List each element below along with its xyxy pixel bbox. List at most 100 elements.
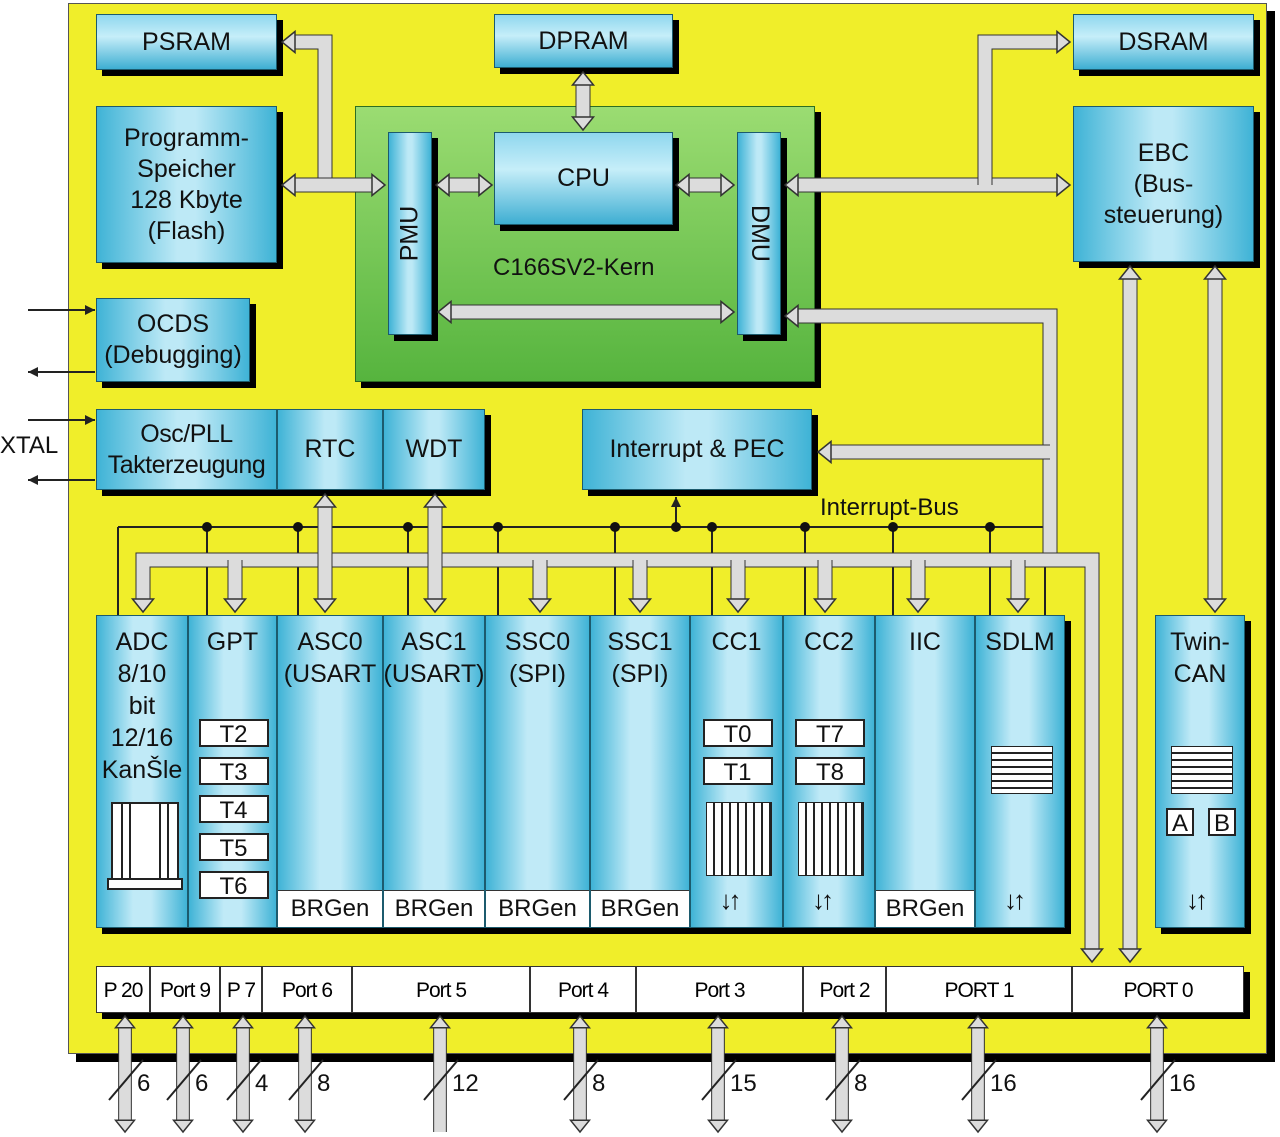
can-node-b: B — [1208, 808, 1236, 837]
timer-t1: T1 — [702, 757, 773, 786]
timer-t4: T4 — [198, 795, 269, 824]
bus-junction-dot — [985, 522, 995, 532]
arrow-head — [1117, 948, 1143, 964]
arrow-head — [371, 172, 387, 198]
rtc-block: RTC — [277, 409, 383, 490]
pmu-block: PMU — [388, 132, 432, 335]
port-width-label: 4 — [255, 1070, 269, 1097]
port-width-label: 12 — [452, 1070, 479, 1097]
port-9: PORT 0 — [1072, 966, 1244, 1013]
dpram-block: DPRAM — [494, 14, 673, 68]
arrow-head — [1145, 1119, 1169, 1134]
interrupt-pec-block: Interrupt & PEC — [582, 409, 812, 490]
arrow-head — [830, 1119, 854, 1134]
arrow-head — [436, 299, 452, 325]
arrow-head — [783, 303, 799, 329]
baud-rate-generator: BRGen — [278, 890, 382, 927]
arrow-head — [312, 492, 338, 508]
port-width-label: 6 — [137, 1070, 151, 1097]
port-5: Port 4 — [530, 966, 636, 1013]
bus — [978, 35, 1058, 185]
ocds-block: OCDS (Debugging) — [96, 298, 250, 382]
baud-rate-generator: BRGen — [591, 890, 689, 927]
peripheral-sdlm: SDLM↓↑ — [975, 615, 1065, 928]
interrupt-bus-label: Interrupt-Bus — [820, 494, 959, 521]
arrow-head — [428, 1014, 452, 1029]
arrow-head — [1056, 172, 1072, 198]
bus-width-slash — [825, 1059, 861, 1101]
baud-rate-generator: BRGen — [384, 890, 484, 927]
arrow-head — [231, 1119, 255, 1134]
ebc-block: EBC (Bus- steuerung) — [1073, 106, 1254, 262]
arrow-head — [1005, 598, 1031, 614]
peripheral-title: SDLM — [985, 628, 1055, 656]
port-2: P 7 — [220, 966, 262, 1013]
arrow-head — [312, 598, 338, 614]
arrow-head — [966, 1119, 990, 1134]
arrow-head — [422, 492, 448, 508]
arrow-head — [570, 70, 596, 86]
arrow-head — [1145, 1014, 1169, 1029]
cpu-block: CPU — [494, 132, 673, 225]
capture-compare-icon — [798, 802, 864, 876]
arrow-head — [830, 1014, 854, 1029]
port-3: Port 6 — [262, 966, 352, 1013]
port-width-label: 8 — [317, 1070, 331, 1097]
port-1: Port 9 — [150, 966, 220, 1013]
bus-junction-dot — [493, 522, 503, 532]
arrow-head — [725, 598, 751, 614]
arrow-head — [783, 172, 799, 198]
bus-junction-dot — [888, 522, 898, 532]
port-width-label: 8 — [592, 1070, 606, 1097]
timer-t7: T7 — [795, 719, 865, 748]
wdt-block: WDT — [383, 409, 485, 490]
peripheral-title: SSC1 (SPI) — [607, 628, 673, 688]
bus-width-slash — [423, 1059, 459, 1101]
xtal-label: XTAL — [0, 432, 59, 459]
arrow-head — [706, 1014, 730, 1029]
timer-t5: T5 — [198, 833, 269, 862]
bus-junction-dot — [293, 522, 303, 532]
bus-outline — [135, 552, 1100, 950]
arrow-head — [816, 439, 832, 465]
timer-t6: T6 — [198, 871, 269, 900]
flash-memory-block: Programm- Speicher 128 Kbyte (Flash) — [96, 106, 277, 263]
port-7: Port 2 — [803, 966, 886, 1013]
peripheral-ssc1: SSC1 (SPI) BRGen — [590, 615, 690, 928]
port-width-label: 8 — [854, 1070, 868, 1097]
arrow-head — [1117, 264, 1143, 280]
io-arrows-icon: ↓↑ — [1186, 885, 1208, 915]
arrow-head — [527, 598, 553, 614]
buffer-icon — [991, 746, 1053, 794]
arrow-head — [570, 116, 596, 132]
bus-width-slash — [226, 1059, 262, 1101]
bus-junction-dot — [202, 522, 212, 532]
peripheral-ssc0: SSC0 (SPI)BRGen — [485, 615, 590, 928]
arrow-head — [720, 299, 736, 325]
message-buffer-icon — [1171, 746, 1233, 794]
bus-junction-dot — [671, 522, 681, 532]
psram-block: PSRAM — [96, 14, 277, 70]
timer-t2: T2 — [198, 719, 269, 748]
peripheral-title: ASC1 (USART) — [383, 628, 485, 688]
timer-t0: T0 — [702, 719, 773, 748]
bus-width-slash — [108, 1059, 144, 1101]
arrow-head — [812, 598, 838, 614]
twincan-title: Twin- CAN — [1170, 628, 1230, 688]
port-width-label: 16 — [990, 1070, 1017, 1097]
arrow-head — [113, 1014, 137, 1029]
arrow-head — [231, 1014, 255, 1029]
peripheral-title: CC2 — [803, 628, 854, 656]
mux-base-icon — [107, 878, 183, 890]
peripheral-title: GPT — [206, 628, 259, 656]
bus-width-slash — [1140, 1059, 1176, 1101]
signal-arrow — [28, 367, 38, 377]
bus-width-slash — [563, 1059, 599, 1101]
arrow-head — [280, 172, 296, 198]
signal-arrow — [28, 475, 38, 485]
osc-pll-block: Osc/PLL Takterzeugung — [96, 409, 277, 490]
signal-arrow — [671, 497, 681, 507]
